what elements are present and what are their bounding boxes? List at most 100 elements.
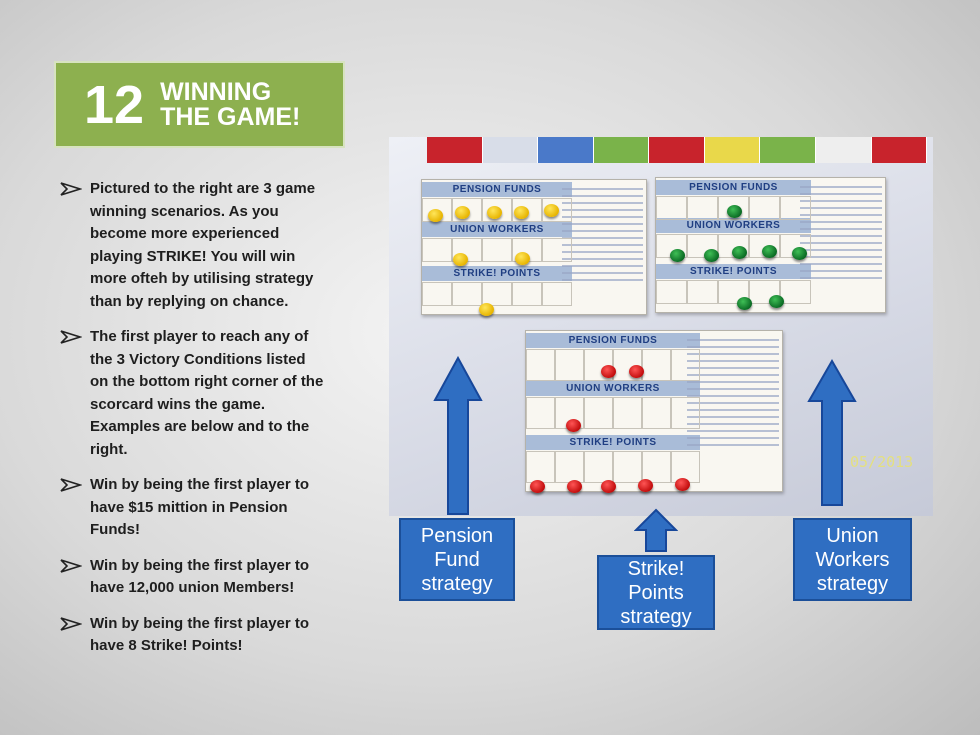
score-cell [482, 282, 512, 306]
card-band: STRIKE! POINTS [422, 266, 572, 281]
score-cell [452, 198, 482, 222]
board-edge-strip [427, 137, 928, 163]
score-cell [482, 238, 512, 262]
score-cell [422, 238, 452, 262]
score-cell [512, 282, 542, 306]
score-cell [687, 234, 718, 258]
bullet-item: Win by being the first player to have 12… [60, 555, 325, 600]
green-token [762, 245, 777, 258]
card-band: PENSION FUNDS [526, 333, 700, 348]
scorecard-strike: PENSION FUNDS UNION WORKERS STRIKE! POIN… [525, 330, 783, 492]
card-band: STRIKE! POINTS [526, 435, 700, 450]
photo-date-stamp: 05/2013 [850, 453, 914, 471]
up-arrow-icon [634, 508, 678, 552]
score-cell [584, 349, 613, 381]
red-token [629, 365, 644, 378]
green-token [792, 247, 807, 260]
title-line-2: THE GAME! [160, 102, 301, 131]
score-cell [526, 451, 555, 483]
yellow-token [514, 206, 529, 219]
card-notes [799, 181, 882, 284]
bullet-item: The first player to reach any of the 3 V… [60, 326, 325, 461]
red-token [675, 478, 690, 491]
arrow-bullet-icon [60, 330, 82, 344]
card-band: UNION WORKERS [656, 218, 811, 233]
green-token [737, 297, 752, 310]
slide-number: 12 [84, 74, 145, 135]
score-cell [584, 451, 613, 483]
scorecard-pension: PENSION FUNDS UNION WORKERS STRIKE! POIN… [421, 179, 647, 315]
score-cell [642, 349, 671, 381]
card-band: STRIKE! POINTS [656, 264, 811, 279]
red-token [530, 480, 545, 493]
game-board-photo: PENSION FUNDS UNION WORKERS STRIKE! POIN… [389, 137, 933, 516]
card-band: PENSION FUNDS [422, 182, 572, 197]
union-strategy-text: Union Workers strategy [815, 524, 890, 595]
score-cell [671, 349, 700, 381]
pension-strategy-label: Pension Fund strategy [399, 518, 515, 601]
score-cell [780, 280, 811, 304]
score-cell [542, 198, 572, 222]
bullet-text: Pictured to the right are 3 game winning… [90, 180, 316, 310]
score-cell [749, 196, 780, 220]
score-cell [613, 349, 642, 381]
scorecard-union: PENSION FUNDS UNION WORKERS STRIKE! POIN… [655, 177, 886, 313]
yellow-token [487, 206, 502, 219]
yellow-token [428, 209, 443, 222]
card-notes [686, 334, 779, 451]
red-token [601, 365, 616, 378]
slide-title: WINNING THE GAME! [160, 77, 301, 131]
red-token [566, 419, 581, 432]
arrow-bullet-icon [60, 478, 82, 492]
score-cell [780, 196, 811, 220]
yellow-token [479, 303, 494, 316]
card-band: UNION WORKERS [526, 381, 700, 396]
score-cell [687, 196, 718, 220]
green-token [727, 205, 742, 218]
score-cell [749, 280, 780, 304]
arrow-bullet-icon [60, 182, 82, 196]
bullet-text: Win by being the first player to have 12… [90, 556, 310, 597]
red-token [601, 480, 616, 493]
score-cell [718, 280, 749, 304]
bullet-item: Win by being the first player to have $1… [60, 474, 325, 542]
green-token [769, 295, 784, 308]
green-token [704, 249, 719, 262]
bullet-item: Win by being the first player to have 8 … [60, 613, 325, 658]
bullet-text: Win by being the first player to have 8 … [90, 614, 310, 655]
score-cell [642, 451, 671, 483]
union-strategy-label: Union Workers strategy [793, 518, 912, 601]
score-cell [542, 238, 572, 262]
score-cell [613, 397, 642, 429]
title-line-1: WINNING [160, 77, 272, 106]
yellow-token [453, 253, 468, 266]
yellow-token [455, 206, 470, 219]
strike-strategy-text: Strike! Points strategy [620, 557, 692, 628]
score-cell [555, 349, 584, 381]
arrow-bullet-icon [60, 558, 82, 573]
yellow-token [515, 252, 530, 265]
score-cell [555, 451, 584, 483]
score-cell [718, 234, 749, 258]
score-cell [718, 196, 749, 220]
card-band: UNION WORKERS [422, 222, 572, 237]
up-arrow-icon [433, 356, 483, 515]
yellow-token [544, 204, 559, 217]
score-cell [526, 349, 555, 381]
card-notes [562, 183, 643, 286]
card-band: PENSION FUNDS [656, 180, 811, 195]
score-cell [482, 198, 512, 222]
green-token [670, 249, 685, 262]
bullet-item: Pictured to the right are 3 game winning… [60, 178, 325, 313]
score-cell [584, 397, 613, 429]
score-cell [642, 397, 671, 429]
bullet-text: The first player to reach any of the 3 V… [90, 328, 324, 458]
strike-strategy-label: Strike! Points strategy [597, 555, 715, 630]
score-cell [656, 196, 687, 220]
score-cell [671, 397, 700, 429]
bullet-text: Win by being the first player to have $1… [90, 476, 310, 538]
score-cell [613, 451, 642, 483]
score-cell [512, 198, 542, 222]
score-cell [452, 282, 482, 306]
score-cell [749, 234, 780, 258]
